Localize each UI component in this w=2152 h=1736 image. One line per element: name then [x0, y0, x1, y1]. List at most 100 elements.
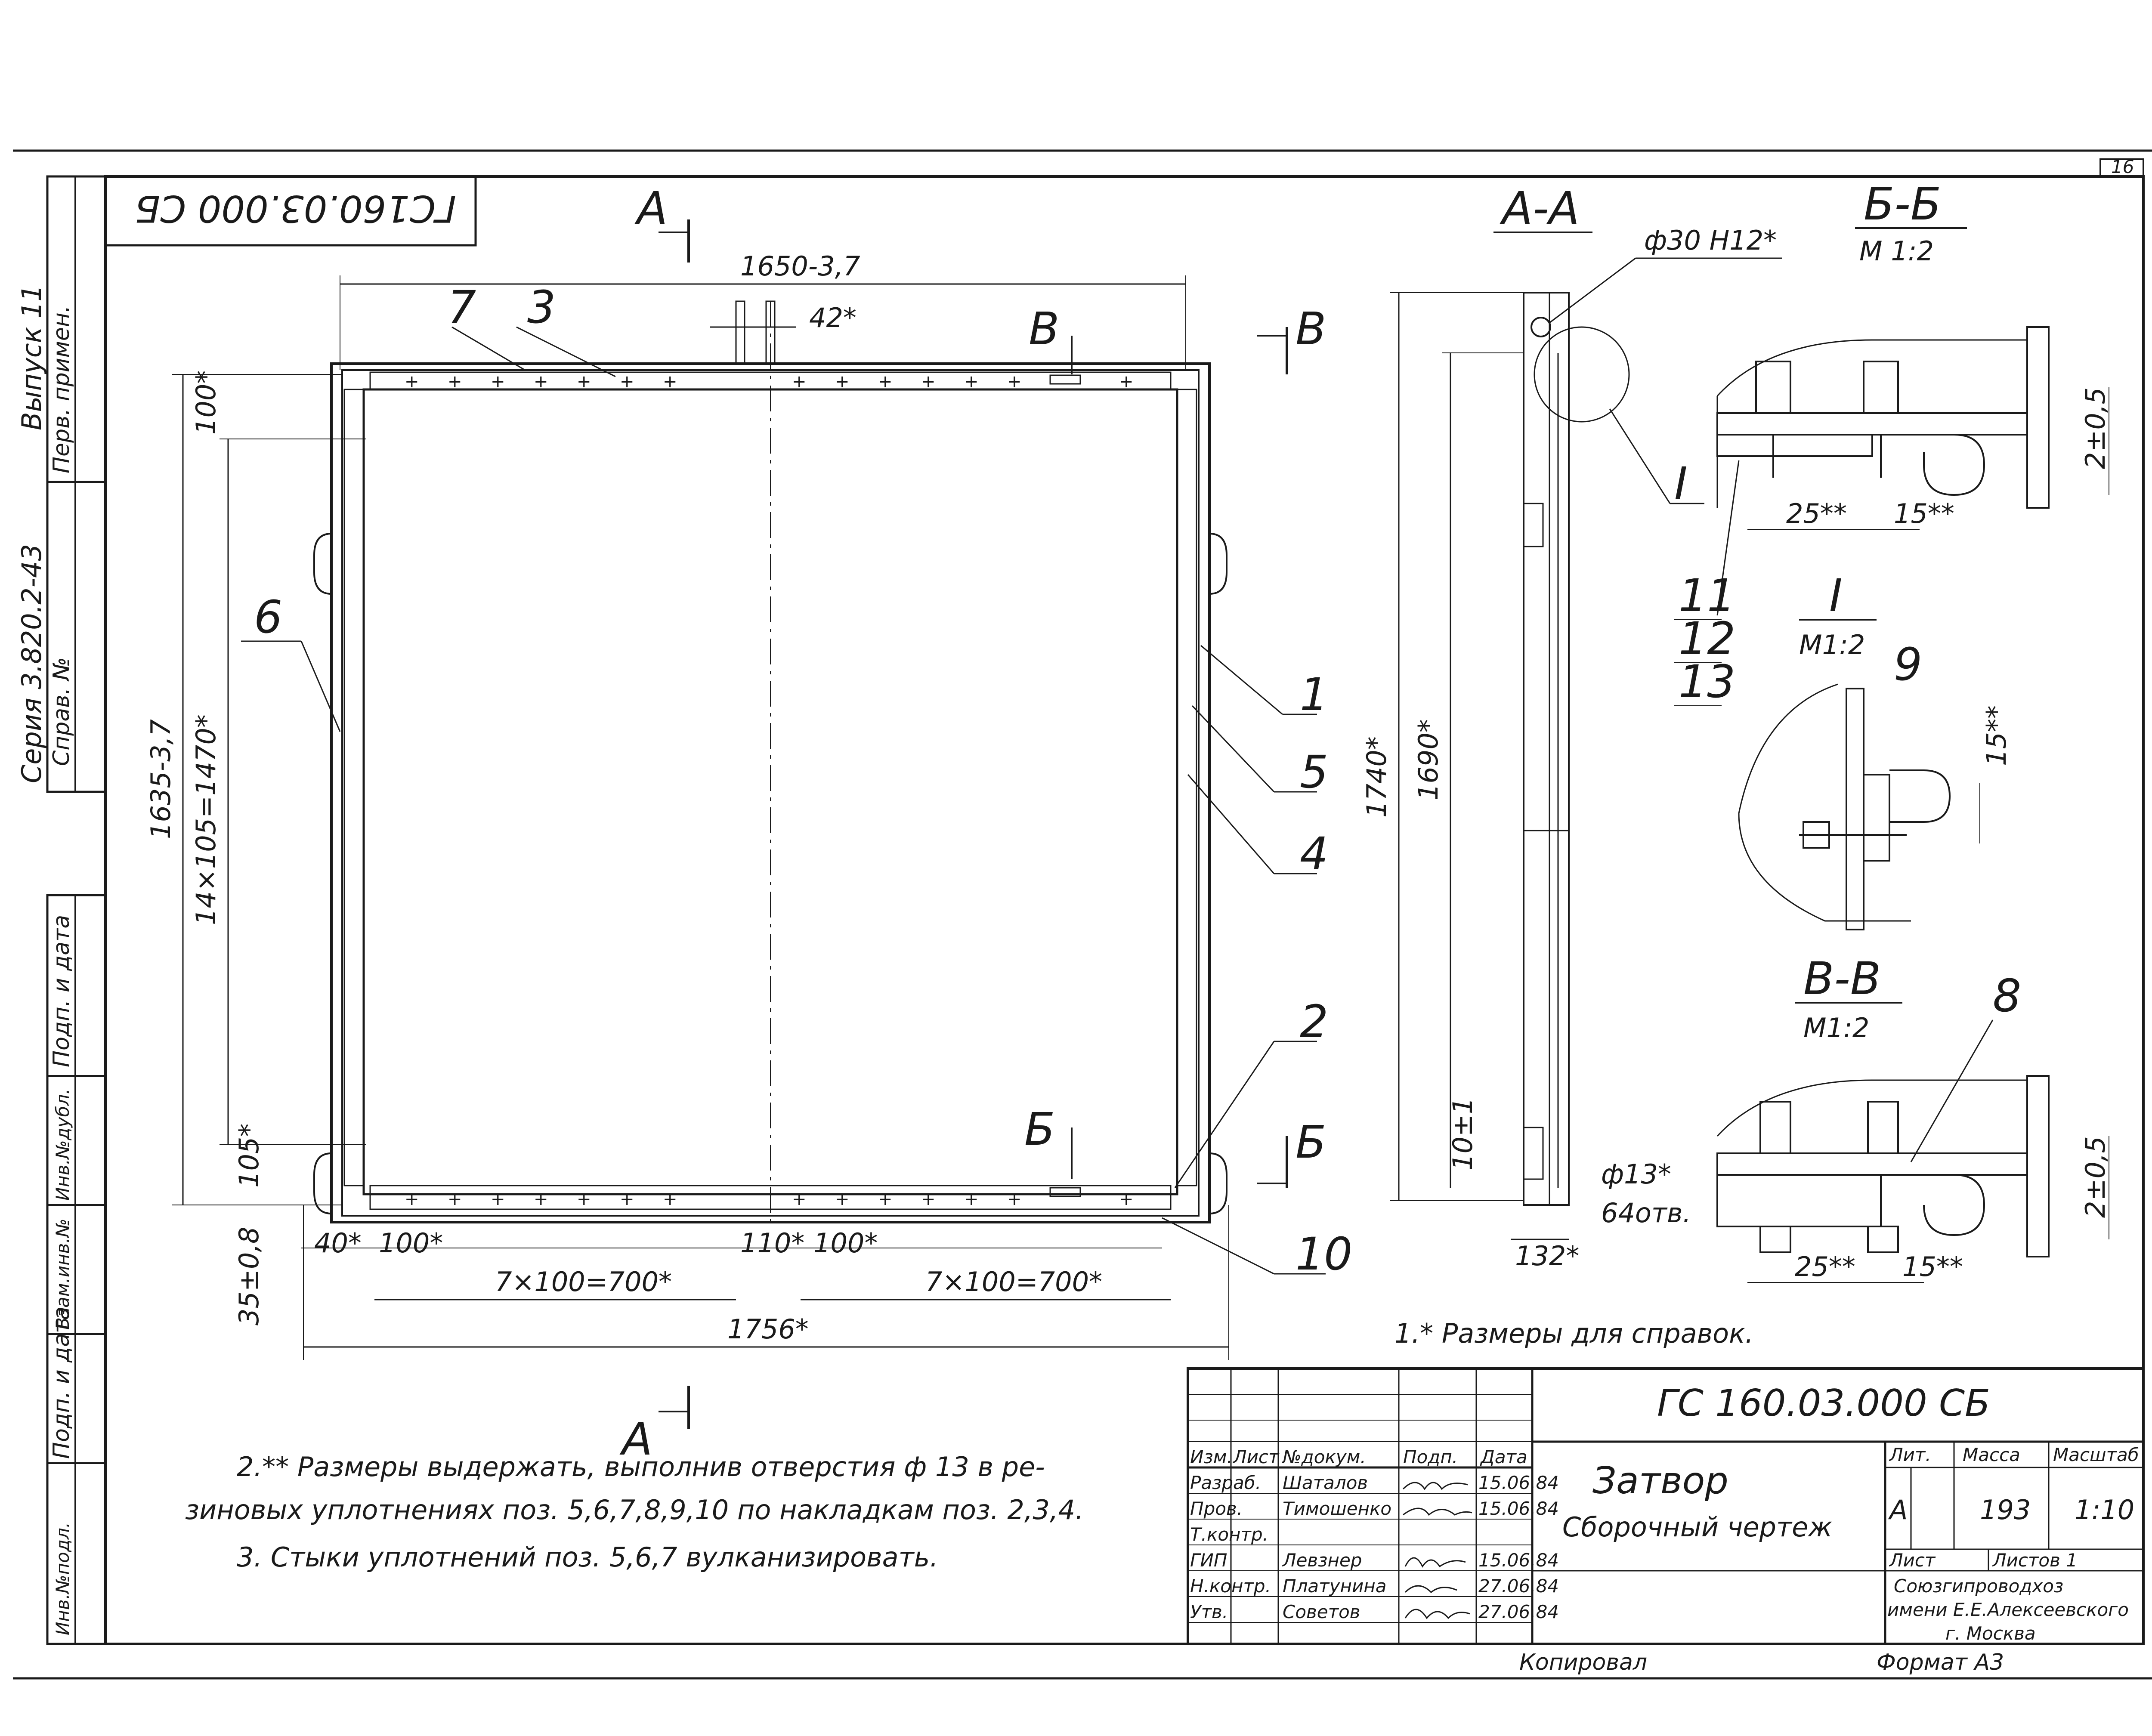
- scale-label: Масштаб: [2053, 1444, 2139, 1465]
- detail-i-callout: I: [1674, 457, 1688, 510]
- notes: 1.* Размеры для справок. 2.** Размеры вы…: [185, 1318, 1753, 1573]
- section-vv-view: В-В М1:2 8 25** 15** 2±0,5: [1716, 952, 2111, 1283]
- org-line-1: Союзгипроводхоз: [1894, 1575, 2063, 1597]
- row-utv-name: Советов: [1283, 1601, 1360, 1622]
- title-block: Изм. Лист №докум. Подп. Дата Разраб. Шат…: [1187, 1367, 2145, 1645]
- front-view: +++ +++ +++ +++ ++ +++ +++ +++ +++ ++: [313, 300, 1228, 1223]
- side-stamp: Серия 3.820.2-43 Выпуск 11 Перв. примен.…: [16, 175, 107, 1645]
- mass-value: 193: [1980, 1494, 2031, 1526]
- dim-bot-35: 35±0,8: [233, 1227, 265, 1325]
- replace-inv-label: Взам.инв.№: [52, 1219, 73, 1330]
- dim-top-100: 100*: [190, 371, 222, 435]
- inv-dupl-label: Инв.№дубл.: [52, 1088, 73, 1201]
- row-utv-date: 27.06.84: [1478, 1601, 1559, 1622]
- svg-text:+: +: [792, 1189, 807, 1209]
- vv-dim-15: 15**: [1902, 1251, 1963, 1282]
- mass-label: Масса: [1963, 1444, 2020, 1465]
- dim-110: 110*: [740, 1227, 804, 1259]
- svg-text:+: +: [835, 1189, 850, 1209]
- front-dimensions: 1650-3,7 42* 1635-3,7 14×105=1470* 100* …: [145, 250, 1229, 1360]
- dim-hole30: ф30 Н12*: [1644, 225, 1777, 256]
- dim-h10: 10±1: [1447, 1097, 1478, 1171]
- issue-label: Выпуск 11: [16, 284, 47, 430]
- code-stamp-text: ГС160.03.000 СБ: [135, 187, 456, 230]
- row-gip-date: 15.06.84: [1478, 1550, 1559, 1571]
- svg-text:+: +: [878, 1189, 893, 1209]
- section-bb-scale: М 1:2: [1859, 235, 1934, 267]
- bb-dim-2: 2±0,5: [2080, 387, 2111, 469]
- pos-9-label: 9: [1894, 638, 1922, 691]
- inv-orig-label: Инв.№подл.: [52, 1522, 73, 1635]
- section-bb-title: Б-Б: [1864, 178, 1941, 230]
- sheet-tab-number: 16: [2111, 156, 2134, 177]
- lit-value: А: [1888, 1494, 1908, 1526]
- cut-a-bottom-label: А: [619, 1413, 652, 1465]
- dim-h1690: 1690*: [1413, 719, 1444, 800]
- pos-13-label: 13: [1679, 655, 1735, 708]
- svg-text:+: +: [1007, 1189, 1022, 1209]
- svg-text:+: +: [620, 372, 634, 392]
- col-sign: Подп.: [1403, 1446, 1458, 1467]
- row-razrab-date: 15.06.84: [1478, 1472, 1559, 1493]
- dim-holes-count: 64отв.: [1601, 1197, 1691, 1229]
- svg-text:+: +: [577, 372, 591, 392]
- col-date: Дата: [1480, 1446, 1527, 1467]
- document-title: Затвор: [1592, 1459, 1728, 1502]
- row-razrab-name: Шаталов: [1283, 1472, 1368, 1493]
- dim-run-right: 7×100=700*: [925, 1266, 1102, 1297]
- svg-text:+: +: [921, 372, 936, 392]
- dim-pitch-vert: 14×105=1470*: [190, 714, 222, 925]
- row-nkontr-date: 27.06.84: [1478, 1575, 1559, 1597]
- svg-text:+: +: [1007, 372, 1022, 392]
- svg-text:+: +: [620, 1189, 634, 1209]
- svg-text:+: +: [964, 1189, 979, 1209]
- section-bb-view: Б-Б М 1:2 25** 15** 2±0,5 11 12 13: [1674, 178, 2111, 708]
- signature-prov: [1403, 1507, 1472, 1516]
- row-prov-role: Пров.: [1190, 1498, 1243, 1519]
- row-nkontr-name: Платунина: [1283, 1575, 1386, 1597]
- pos-3-label: 3: [527, 281, 556, 334]
- section-cut-markers: А А В В Б Б: [619, 182, 1326, 1465]
- svg-text:+: +: [921, 1189, 936, 1209]
- signature-utv: [1404, 1609, 1470, 1619]
- svg-text:+: +: [534, 372, 548, 392]
- dim-bot-105: 105*: [233, 1124, 265, 1188]
- row-prov-date: 15.06.84: [1478, 1498, 1559, 1519]
- row-prov-name: Тимошенко: [1283, 1498, 1391, 1519]
- signature-razrab: [1402, 1482, 1468, 1490]
- dim-100b: 100*: [813, 1227, 878, 1259]
- signature-gip: [1404, 1557, 1466, 1568]
- row-gip-role: ГИП: [1190, 1550, 1227, 1571]
- dim-width-top: 1650-3,7: [740, 250, 860, 282]
- dim-40: 40*: [314, 1227, 362, 1259]
- section-aa-title: А-А: [1500, 182, 1580, 235]
- scale-value: 1:10: [2075, 1494, 2134, 1526]
- pos-12-label: 12: [1679, 612, 1735, 665]
- svg-text:+: +: [491, 1189, 505, 1209]
- cut-v-right-label: В: [1296, 303, 1326, 355]
- sheet-label: Лист: [1889, 1550, 1936, 1571]
- dim-h1740: 1740*: [1361, 736, 1392, 818]
- section-vv-title: В-В: [1803, 952, 1881, 1005]
- row-utv-role: Утв.: [1190, 1601, 1228, 1622]
- svg-text:+: +: [448, 1189, 462, 1209]
- detail-i-scale: М1:2: [1799, 629, 1865, 661]
- dim-overall: 1756*: [727, 1313, 809, 1345]
- pos-5-label: 5: [1300, 746, 1328, 798]
- dim-height-left: 1635-3,7: [145, 719, 176, 839]
- svg-text:+: +: [405, 372, 419, 392]
- document-code: ГС 160.03.000 СБ: [1657, 1382, 1990, 1425]
- svg-text:+: +: [405, 1189, 419, 1209]
- code-stamp: ГС160.03.000 СБ: [104, 175, 477, 247]
- note-2a: 2.** Размеры выдержать, выполнив отверст…: [237, 1451, 1045, 1483]
- document-subtitle: Сборочный чертеж: [1562, 1511, 1832, 1543]
- i-dim-15: 15**: [1981, 705, 2012, 766]
- detail-i-view: I М1:2 9 15**: [1738, 569, 2012, 930]
- row-gip-name: Левзнер: [1282, 1550, 1362, 1571]
- section-aa-view: А-А 1740* 1690* 10±1 132* ф30 Н12* I ф13…: [1361, 182, 1782, 1272]
- svg-text:+: +: [878, 372, 893, 392]
- bb-dim-15: 15**: [1894, 498, 1954, 529]
- position-leaders: 7 3 6 1 5 4 2 10: [241, 281, 1352, 1280]
- svg-text:+: +: [663, 372, 677, 392]
